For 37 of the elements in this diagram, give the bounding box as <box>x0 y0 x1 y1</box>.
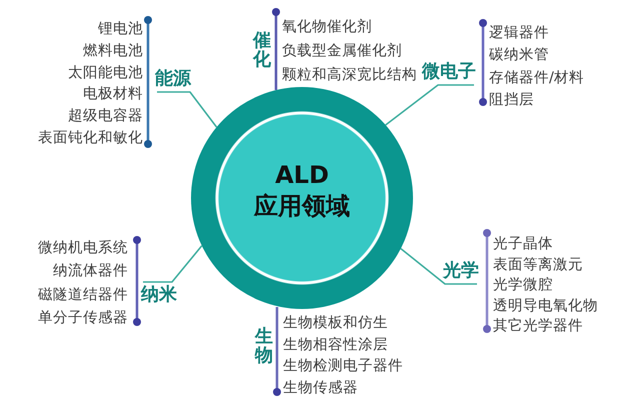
list-item: 磁隧道结器件 <box>38 286 128 305</box>
list-item: 生物检测电子器件 <box>283 357 403 376</box>
list-item: 透明导电氧化物 <box>493 296 598 316</box>
category-label: 生物 <box>255 327 273 365</box>
connector-line <box>385 84 474 126</box>
category-label: 光学 <box>443 258 479 284</box>
list-item: 负载型金属催化剂 <box>282 42 402 61</box>
list-item: 锂电池 <box>98 20 143 39</box>
list-item: 纳流体器件 <box>53 262 128 282</box>
list-item: 表面钝化和敏化 <box>38 129 143 148</box>
connector-line <box>400 248 477 285</box>
list-item: 太阳能电池 <box>68 64 143 83</box>
hub-circle: ALD 应用领域 <box>191 87 413 309</box>
connector-line <box>157 91 218 128</box>
list-item: 其它光学器件 <box>493 316 583 336</box>
list-item: 存储器件/材料 <box>489 68 584 88</box>
category-label: 纳米 <box>141 282 177 308</box>
category-label: 催化 <box>253 31 271 69</box>
list-item: 燃料电池 <box>83 42 143 61</box>
list-item: 碳纳米管 <box>489 46 549 66</box>
list-item: 光子晶体 <box>493 235 553 254</box>
list-item: 颗粒和高深宽比结构 <box>282 66 417 85</box>
list-item: 生物传感器 <box>283 379 358 398</box>
list-item: 超级电容器 <box>68 106 143 126</box>
list-item: 逻辑器件 <box>489 24 549 43</box>
list-item: 微纳机电系统 <box>38 239 128 258</box>
list-item: 光学微腔 <box>493 276 553 296</box>
category-label: 能源 <box>155 66 191 92</box>
list-item: 生物相容性涂层 <box>283 336 388 355</box>
list-item: 生物模板和仿生 <box>283 314 388 333</box>
connector-line <box>143 245 202 283</box>
list-item: 氧化物催化剂 <box>282 18 372 37</box>
category-label: 微电子 <box>422 59 476 85</box>
list-item: 电极材料 <box>83 85 143 104</box>
list-item: 表面等离激元 <box>493 256 583 275</box>
list-item: 阻挡层 <box>489 90 534 110</box>
list-item: 单分子传感器 <box>38 308 128 328</box>
